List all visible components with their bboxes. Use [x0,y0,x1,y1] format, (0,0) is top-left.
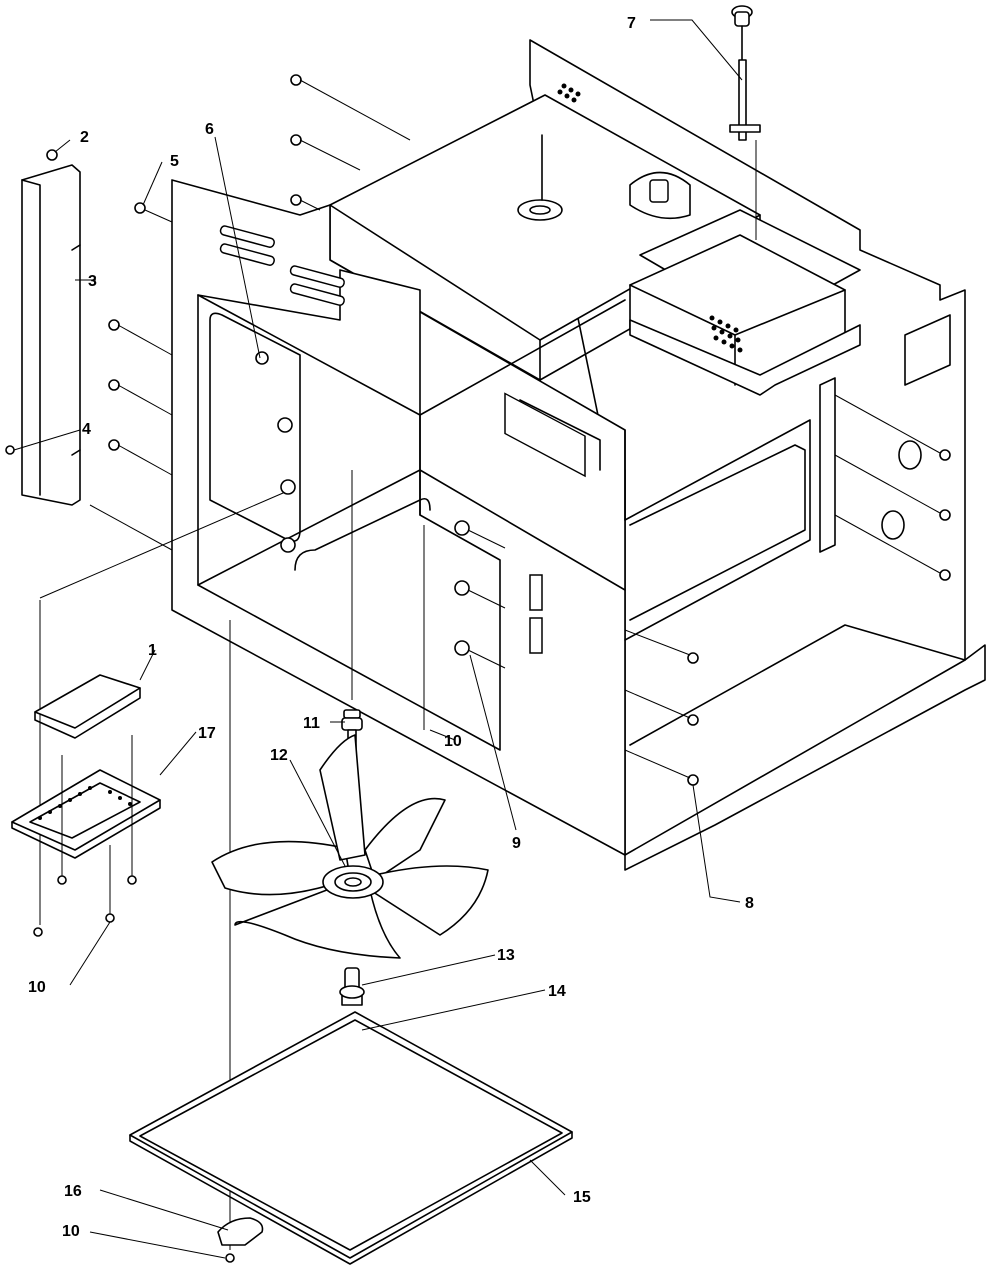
light-housing-gasket [11,735,161,915]
callout-10-bottom: 10 [62,1223,80,1240]
callout-15: 15 [573,1189,591,1206]
callout-14: 14 [548,983,566,1000]
callout-5: 5 [170,153,179,170]
light-lens-cover [34,674,141,739]
rear-cover-plate [129,1011,573,1265]
fan-hub [339,967,365,1006]
callout-leader-lines [13,19,743,1259]
callout-2: 2 [80,129,89,146]
screw-guide-lines [89,79,941,779]
callout-13: 13 [497,947,515,964]
top-vent-holes [557,83,581,103]
callout-4: 4 [82,421,91,438]
convection-fan-blade [211,734,489,959]
callout-10-light: 10 [28,979,46,996]
temperature-sensor [729,5,761,240]
control-box [629,209,861,396]
callout-10-center: 10 [444,733,462,750]
callout-1: 1 [148,642,157,659]
side-trim-panel [21,164,81,506]
callout-9: 9 [512,835,521,852]
callout-12: 12 [270,747,288,764]
callout-11: 11 [303,715,320,732]
light-screws [33,875,137,937]
callout-8: 8 [745,895,754,912]
callout-17: 17 [198,725,216,742]
callout-7: 7 [627,15,636,32]
callout-16: 16 [64,1183,82,1200]
mounting-bracket [217,1217,264,1263]
callout-labels: 1 2 3 4 5 6 7 8 9 10 10 10 11 12 13 14 1… [28,15,754,1240]
callout-3: 3 [88,273,97,290]
callout-6: 6 [205,121,214,138]
